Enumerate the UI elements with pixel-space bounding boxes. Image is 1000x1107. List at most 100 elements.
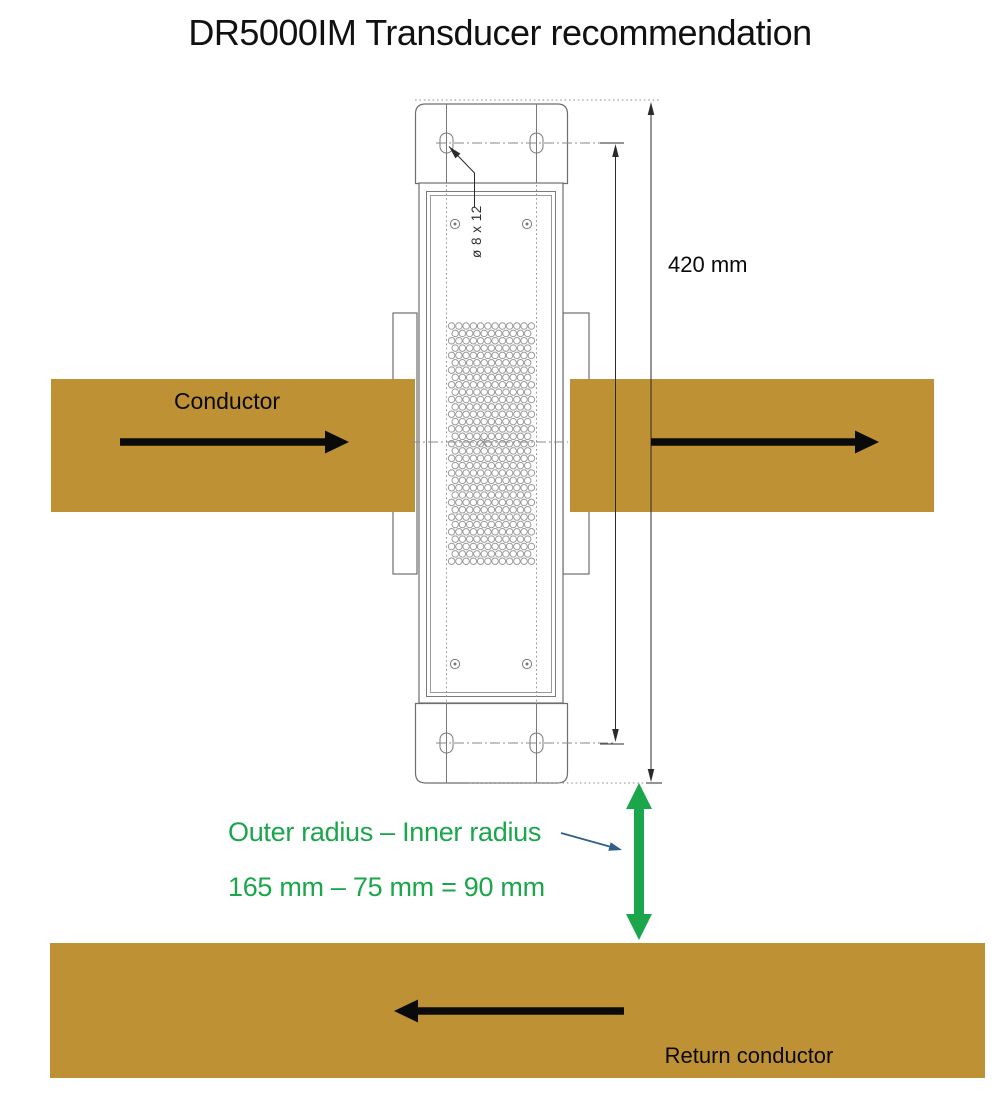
vent-hole bbox=[523, 329, 532, 338]
vent-hole bbox=[505, 336, 514, 345]
vent-hole bbox=[491, 410, 499, 418]
vent-hole bbox=[502, 550, 510, 558]
vent-hole bbox=[513, 483, 521, 492]
vent-hole bbox=[480, 432, 488, 441]
vent-hole bbox=[480, 329, 488, 338]
vent-hole bbox=[491, 483, 499, 492]
vent-hole bbox=[520, 351, 528, 360]
vent-hole bbox=[491, 336, 499, 345]
vent-hole bbox=[498, 483, 507, 492]
vent-hole bbox=[494, 432, 503, 441]
vent-hole bbox=[484, 381, 492, 389]
mounting-slot bbox=[529, 732, 544, 754]
vent-hole bbox=[491, 557, 499, 565]
diagram-title: DR5000IM Transducer recommendation bbox=[188, 12, 812, 53]
vent-hole bbox=[520, 498, 528, 507]
vent-hole bbox=[455, 513, 463, 521]
vent-hole bbox=[469, 483, 478, 492]
vent-hole bbox=[447, 336, 456, 345]
vent-hole bbox=[509, 344, 517, 352]
vent-hole bbox=[480, 550, 488, 558]
vent-hole bbox=[469, 425, 478, 433]
hole-dimension-label: ø 8 x 12 bbox=[469, 205, 484, 258]
vent-hole bbox=[476, 439, 485, 448]
vent-hole bbox=[455, 336, 463, 345]
vent-hole bbox=[480, 388, 488, 396]
vent-hole bbox=[516, 520, 525, 529]
vent-hole bbox=[516, 417, 525, 426]
vent-hole bbox=[523, 359, 532, 367]
vent-hole bbox=[447, 498, 456, 507]
vent-hole bbox=[447, 513, 456, 521]
vent-hole bbox=[491, 425, 499, 433]
vent-hole bbox=[465, 550, 474, 558]
vent-hole bbox=[516, 432, 525, 441]
vent-hole bbox=[527, 513, 536, 521]
vent-hole bbox=[527, 366, 536, 374]
vent-hole bbox=[465, 535, 474, 543]
vent-hole bbox=[502, 476, 510, 485]
vent-hole bbox=[469, 454, 478, 463]
vent-hole bbox=[462, 469, 470, 477]
vent-hole bbox=[502, 388, 510, 396]
vent-hole bbox=[469, 381, 478, 389]
vent-hole bbox=[455, 557, 463, 565]
vent-hole bbox=[480, 403, 488, 411]
vent-hole bbox=[487, 432, 496, 441]
clearance-title: Outer radius – Inner radius bbox=[228, 817, 541, 847]
vent-hole bbox=[451, 432, 459, 441]
vent-hole bbox=[520, 395, 528, 404]
vent-hole bbox=[465, 520, 474, 529]
vent-hole bbox=[469, 513, 478, 521]
vent-hole bbox=[523, 550, 532, 558]
vent-hole bbox=[455, 395, 463, 404]
vent-hole bbox=[458, 506, 467, 514]
vent-hole bbox=[458, 520, 467, 529]
vent-hole bbox=[520, 454, 528, 463]
vent-hole bbox=[491, 498, 499, 507]
vent-hole bbox=[491, 528, 499, 536]
vent-hole bbox=[523, 491, 532, 499]
vent-hole bbox=[516, 476, 525, 485]
vent-hole bbox=[473, 432, 481, 441]
vent-hole bbox=[494, 447, 503, 455]
vent-hole bbox=[480, 344, 488, 352]
vent-hole bbox=[451, 506, 459, 514]
vent-hole bbox=[505, 395, 514, 404]
vent-hole bbox=[509, 506, 517, 514]
vent-hole bbox=[447, 469, 456, 477]
height-dimension-label: 420 mm bbox=[668, 252, 747, 277]
vent-hole bbox=[476, 483, 485, 492]
vent-hole bbox=[509, 373, 517, 382]
vent-hole bbox=[458, 388, 467, 396]
return-conductor-label: Return conductor bbox=[665, 1043, 834, 1068]
vent-hole bbox=[527, 483, 536, 492]
vent-hole bbox=[523, 535, 532, 543]
vent-hole bbox=[473, 359, 481, 367]
vent-hole bbox=[462, 395, 470, 404]
vent-hole bbox=[523, 476, 532, 485]
vent-hole bbox=[487, 461, 496, 470]
vent-hole bbox=[505, 528, 514, 536]
vent-hole bbox=[509, 476, 517, 485]
vent-hole bbox=[527, 498, 536, 507]
vent-hole bbox=[465, 388, 474, 396]
vent-hole bbox=[487, 447, 496, 455]
current-arrow-left-head bbox=[325, 430, 349, 454]
vent-hole bbox=[494, 550, 503, 558]
vent-hole bbox=[447, 542, 456, 551]
annotation-leader-line bbox=[560, 832, 610, 848]
vent-hole bbox=[509, 461, 517, 470]
hole-leader-arrowhead bbox=[449, 146, 461, 159]
vent-hole bbox=[520, 483, 528, 492]
vent-hole bbox=[462, 483, 470, 492]
vent-hole bbox=[520, 366, 528, 374]
vent-hole bbox=[465, 506, 474, 514]
vent-hole bbox=[505, 425, 514, 433]
vent-hole bbox=[516, 344, 525, 352]
vent-hole bbox=[473, 344, 481, 352]
inner-panel-edge bbox=[430, 195, 552, 693]
dim-arrowhead-down bbox=[612, 729, 619, 742]
clearance-double-arrow bbox=[626, 783, 652, 940]
